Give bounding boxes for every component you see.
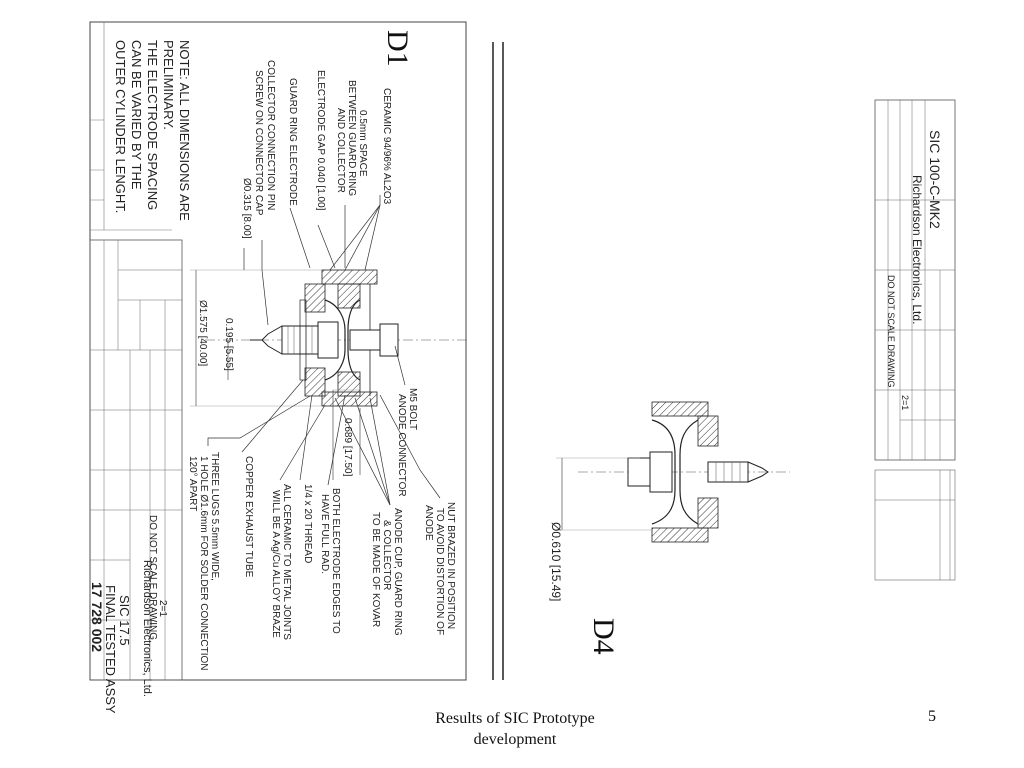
callout-m5-1: M5 BOLT [407,388,418,430]
callout-nut-3: ANODE [423,505,434,541]
callout-space-2: BETWEEN GUARD RING [346,80,357,196]
callout-kovar-2: & COLLECTOR [381,520,392,590]
tb-right-company: Richardson Electronics, Ltd. [910,175,924,324]
tb-right-title: SIC 100-C-MK2 [927,130,943,229]
cross-section-d1 [190,269,470,480]
callout-nut-1: NUT BRAZED IN POSITION [445,502,456,629]
slide-caption: Results of SIC Prototype development [380,708,650,750]
callout-lugs-3: 120° APART [187,456,198,511]
callout-lugs-2: 1 HOLE Ø1.6mm FOR SOLDER CONNECTION [198,456,209,670]
drawing-d1: DO NOT SCALE DRAWING 2=1 Richardson Elec… [89,21,470,714]
tb-right-scale: 2=1 [900,395,910,410]
callout-electrode-gap: ELECTRODE GAP 0.040 [1.00] [315,70,326,211]
note-line-4: CAN BE VARIED BY THE [129,40,144,190]
note-line-1: NOTE: ALL DIMENSIONS ARE [177,40,192,221]
note-block: NOTE: ALL DIMENSIONS ARE PRELIMINARY. TH… [113,40,192,221]
tb-left-company: Richardson Electronics, Ltd. [141,560,153,697]
callout-space-3: AND COLLECTOR [335,108,346,193]
lower-callouts: M5 BOLT ANODE CONNECTOR NUT BRAZED IN PO… [187,345,456,670]
caption-line-1: Results of SIC Prototype [435,710,595,727]
tb-left-title1: SIC 17.5 [117,595,132,646]
page-number: 5 [928,708,936,725]
dim-outer-dia: Ø1.575 [40.00] [197,300,208,366]
callout-lugs-1: THREE LUGS 5.5mm WIDE, [209,452,220,581]
callout-pin-2: SCREW ON CONNECTOR CAP [253,70,264,216]
dim-gap: 0.195 [5.55] [223,318,234,371]
callout-nut-2: TO AVOID DISTORTION OF [434,508,445,635]
caption-line-2: development [473,731,557,748]
callout-kovar-3: TO BE MADE OF KOVAR [370,512,381,627]
title-block-right: Richardson Electronics, Ltd. SIC 100-C-M… [874,99,956,461]
label-d1: D1 [381,30,414,67]
callout-space-1: 0.5mm SPACE [357,110,368,177]
dim-height: 0.689 [17.50] [342,418,353,477]
revision-block-right [874,469,956,581]
tb-left-note: DO NOT SCALE DRAWING [147,515,158,640]
note-line-5: OUTER CYLINDER LENGHT. [113,40,128,213]
callout-guard-ring: GUARD RING ELECTRODE [287,78,298,206]
callout-edges-2: HAVE FULL RAD. [319,494,330,574]
note-line-2: PRELIMINARY. [161,40,176,130]
callout-joints-1: ALL CERAMIC TO METAL JOINTS [281,484,292,640]
callout-thread: 1/4 x 20 THREAD [302,484,313,563]
callout-pin-1: COLLECTOR CONNECTION PIN [265,60,276,210]
note-line-3: THE ELECTRODE SPACING [145,40,160,210]
divider [492,42,504,680]
callout-m5-2: ANODE CONNECTOR [396,394,407,497]
tb-right-note: DO NOT SCALE DRAWING [886,275,896,388]
label-d4: D4 [587,618,620,655]
title-block-left: DO NOT SCALE DRAWING 2=1 Richardson Elec… [89,239,183,714]
callout-joints-2: WILL BE A Ag/Cu ALLOY BRAZE [270,490,281,638]
callout-kovar-1: ANODE CUP, GUARD RING [392,508,403,636]
callout-edges-1: BOTH ELECTRODE EDGES TO [330,488,341,634]
tb-left-scale: 2=1 [157,600,168,617]
tb-left-number: 17 728 002 [89,582,105,652]
callout-pin-dia: Ø0.315 [8.00] [241,178,252,239]
tb-left-title2: FINAL TESTED ASSY [103,585,118,714]
dim-d4-dia: Ø0.610 [15.49] [549,522,563,601]
callout-exhaust: COPPER EXHAUST TUBE [243,456,254,578]
callout-ceramic: CERAMIC 94/96% AL2O3 [381,88,392,205]
upper-callouts: CERAMIC 94/96% AL2O3 0.5mm SPACE BETWEEN… [241,60,392,326]
cross-section-d4 [556,401,790,543]
drawing-d4: Richardson Electronics, Ltd. SIC 100-C-M… [549,99,956,655]
